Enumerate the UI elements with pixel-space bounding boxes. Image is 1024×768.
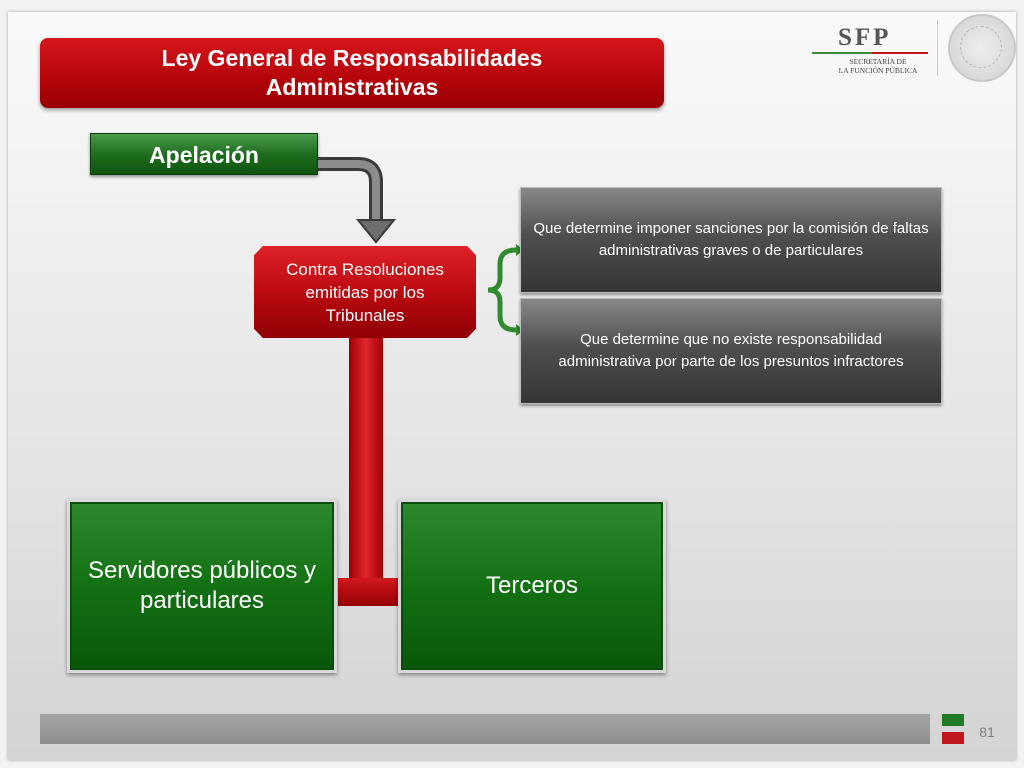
condition-text-1: Que determine imponer sanciones por la c…: [533, 220, 929, 259]
apelacion-box: Apelación: [90, 133, 318, 175]
party-label-servidores: Servidores públicos y particulares: [87, 557, 317, 614]
party-box-servidores: Servidores públicos y particulares: [67, 499, 337, 673]
sfp-subtitle-line-2: LA FUNCIÓN PÚBLICA: [838, 66, 918, 75]
connector-stem: [349, 336, 383, 584]
condition-box-1: Que determine imponer sanciones por la c…: [520, 187, 942, 293]
footer-bar: [40, 714, 930, 744]
condition-box-2: Que determine que no existe responsabili…: [520, 298, 942, 404]
logo-divider: [937, 20, 938, 76]
page-number: 81: [979, 724, 995, 740]
sfp-logo-mark: SFP: [838, 24, 892, 51]
national-seal-icon: [948, 14, 1016, 82]
party-label-terceros: Terceros: [485, 572, 579, 599]
title-banner: Ley General de Responsabilidades Adminis…: [40, 38, 664, 108]
party-box-terceros: Terceros: [398, 499, 666, 673]
contra-resoluciones-box: Contra Resoluciones emitidas por los Tri…: [254, 246, 476, 338]
bent-arrow-icon: [318, 157, 397, 244]
logo-green-line: [812, 52, 872, 54]
sfp-subtitle-line-1: SECRETARÍA DE: [849, 57, 907, 66]
contra-label: Contra Resoluciones emitidas por los Tri…: [286, 259, 444, 325]
flag-green-swatch: [942, 714, 964, 726]
flag-red-swatch: [942, 732, 964, 744]
sfp-logo-subtitle: SECRETARÍA DE LA FUNCIÓN PÚBLICA: [828, 57, 928, 75]
apelacion-label: Apelación: [149, 142, 259, 168]
slide-title: Ley General de Responsabilidades Adminis…: [161, 45, 543, 100]
sfp-logo: SFP SECRETARÍA DE LA FUNCIÓN PÚBLICA: [812, 22, 932, 82]
connector-base: [338, 578, 398, 606]
condition-text-2: Que determine que no existe responsabili…: [558, 331, 904, 370]
logo-red-line: [872, 52, 928, 54]
curly-brace-icon: [487, 244, 524, 336]
